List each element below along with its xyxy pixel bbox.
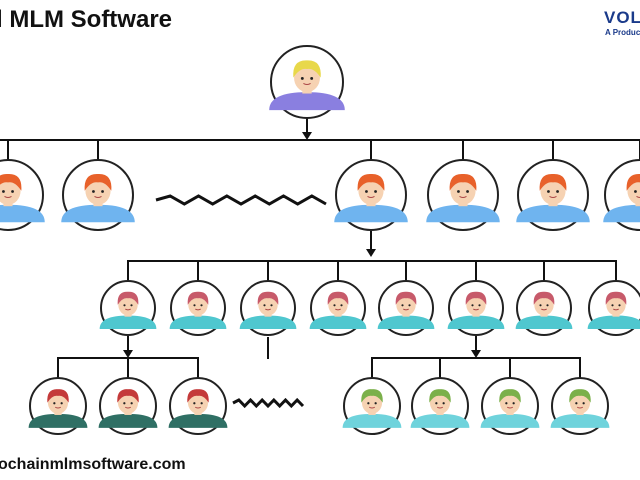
- person-avatar-icon: [342, 377, 402, 435]
- website-url: ochainmlmsoftware.com: [0, 456, 186, 473]
- person-avatar-icon: [515, 280, 573, 336]
- person-avatar-icon: [98, 377, 158, 435]
- zigzag-ellipsis-icon: [232, 397, 305, 409]
- person-avatar-icon: [603, 159, 640, 231]
- person-avatar-icon: [550, 377, 610, 435]
- page-title: l MLM Software: [0, 6, 173, 33]
- person-avatar-icon: [516, 159, 590, 231]
- person-avatar-icon: [0, 159, 45, 231]
- person-avatar-icon: [587, 280, 640, 336]
- person-avatar-icon: [410, 377, 470, 435]
- logo-mark: VOL: [604, 8, 640, 27]
- arrow-down-icon: [366, 249, 376, 257]
- brand-logo: VOL A Product: [604, 8, 640, 42]
- person-avatar-icon: [426, 159, 500, 231]
- arrow-down-icon: [302, 132, 312, 140]
- person-avatar-icon: [61, 159, 135, 231]
- arrow-down-icon: [123, 350, 133, 358]
- person-avatar-icon: [99, 280, 157, 336]
- person-avatar-icon: [269, 45, 345, 119]
- person-avatar-icon: [377, 280, 435, 336]
- zigzag-ellipsis-icon: [155, 194, 327, 206]
- person-avatar-icon: [480, 377, 540, 435]
- person-avatar-icon: [168, 377, 228, 435]
- person-avatar-icon: [309, 280, 367, 336]
- arrow-down-icon: [471, 350, 481, 358]
- person-avatar-icon: [334, 159, 408, 231]
- person-avatar-icon: [28, 377, 88, 435]
- person-avatar-icon: [239, 280, 297, 336]
- person-avatar-icon: [169, 280, 227, 336]
- person-avatar-icon: [447, 280, 505, 336]
- logo-tagline: A Product: [605, 28, 640, 37]
